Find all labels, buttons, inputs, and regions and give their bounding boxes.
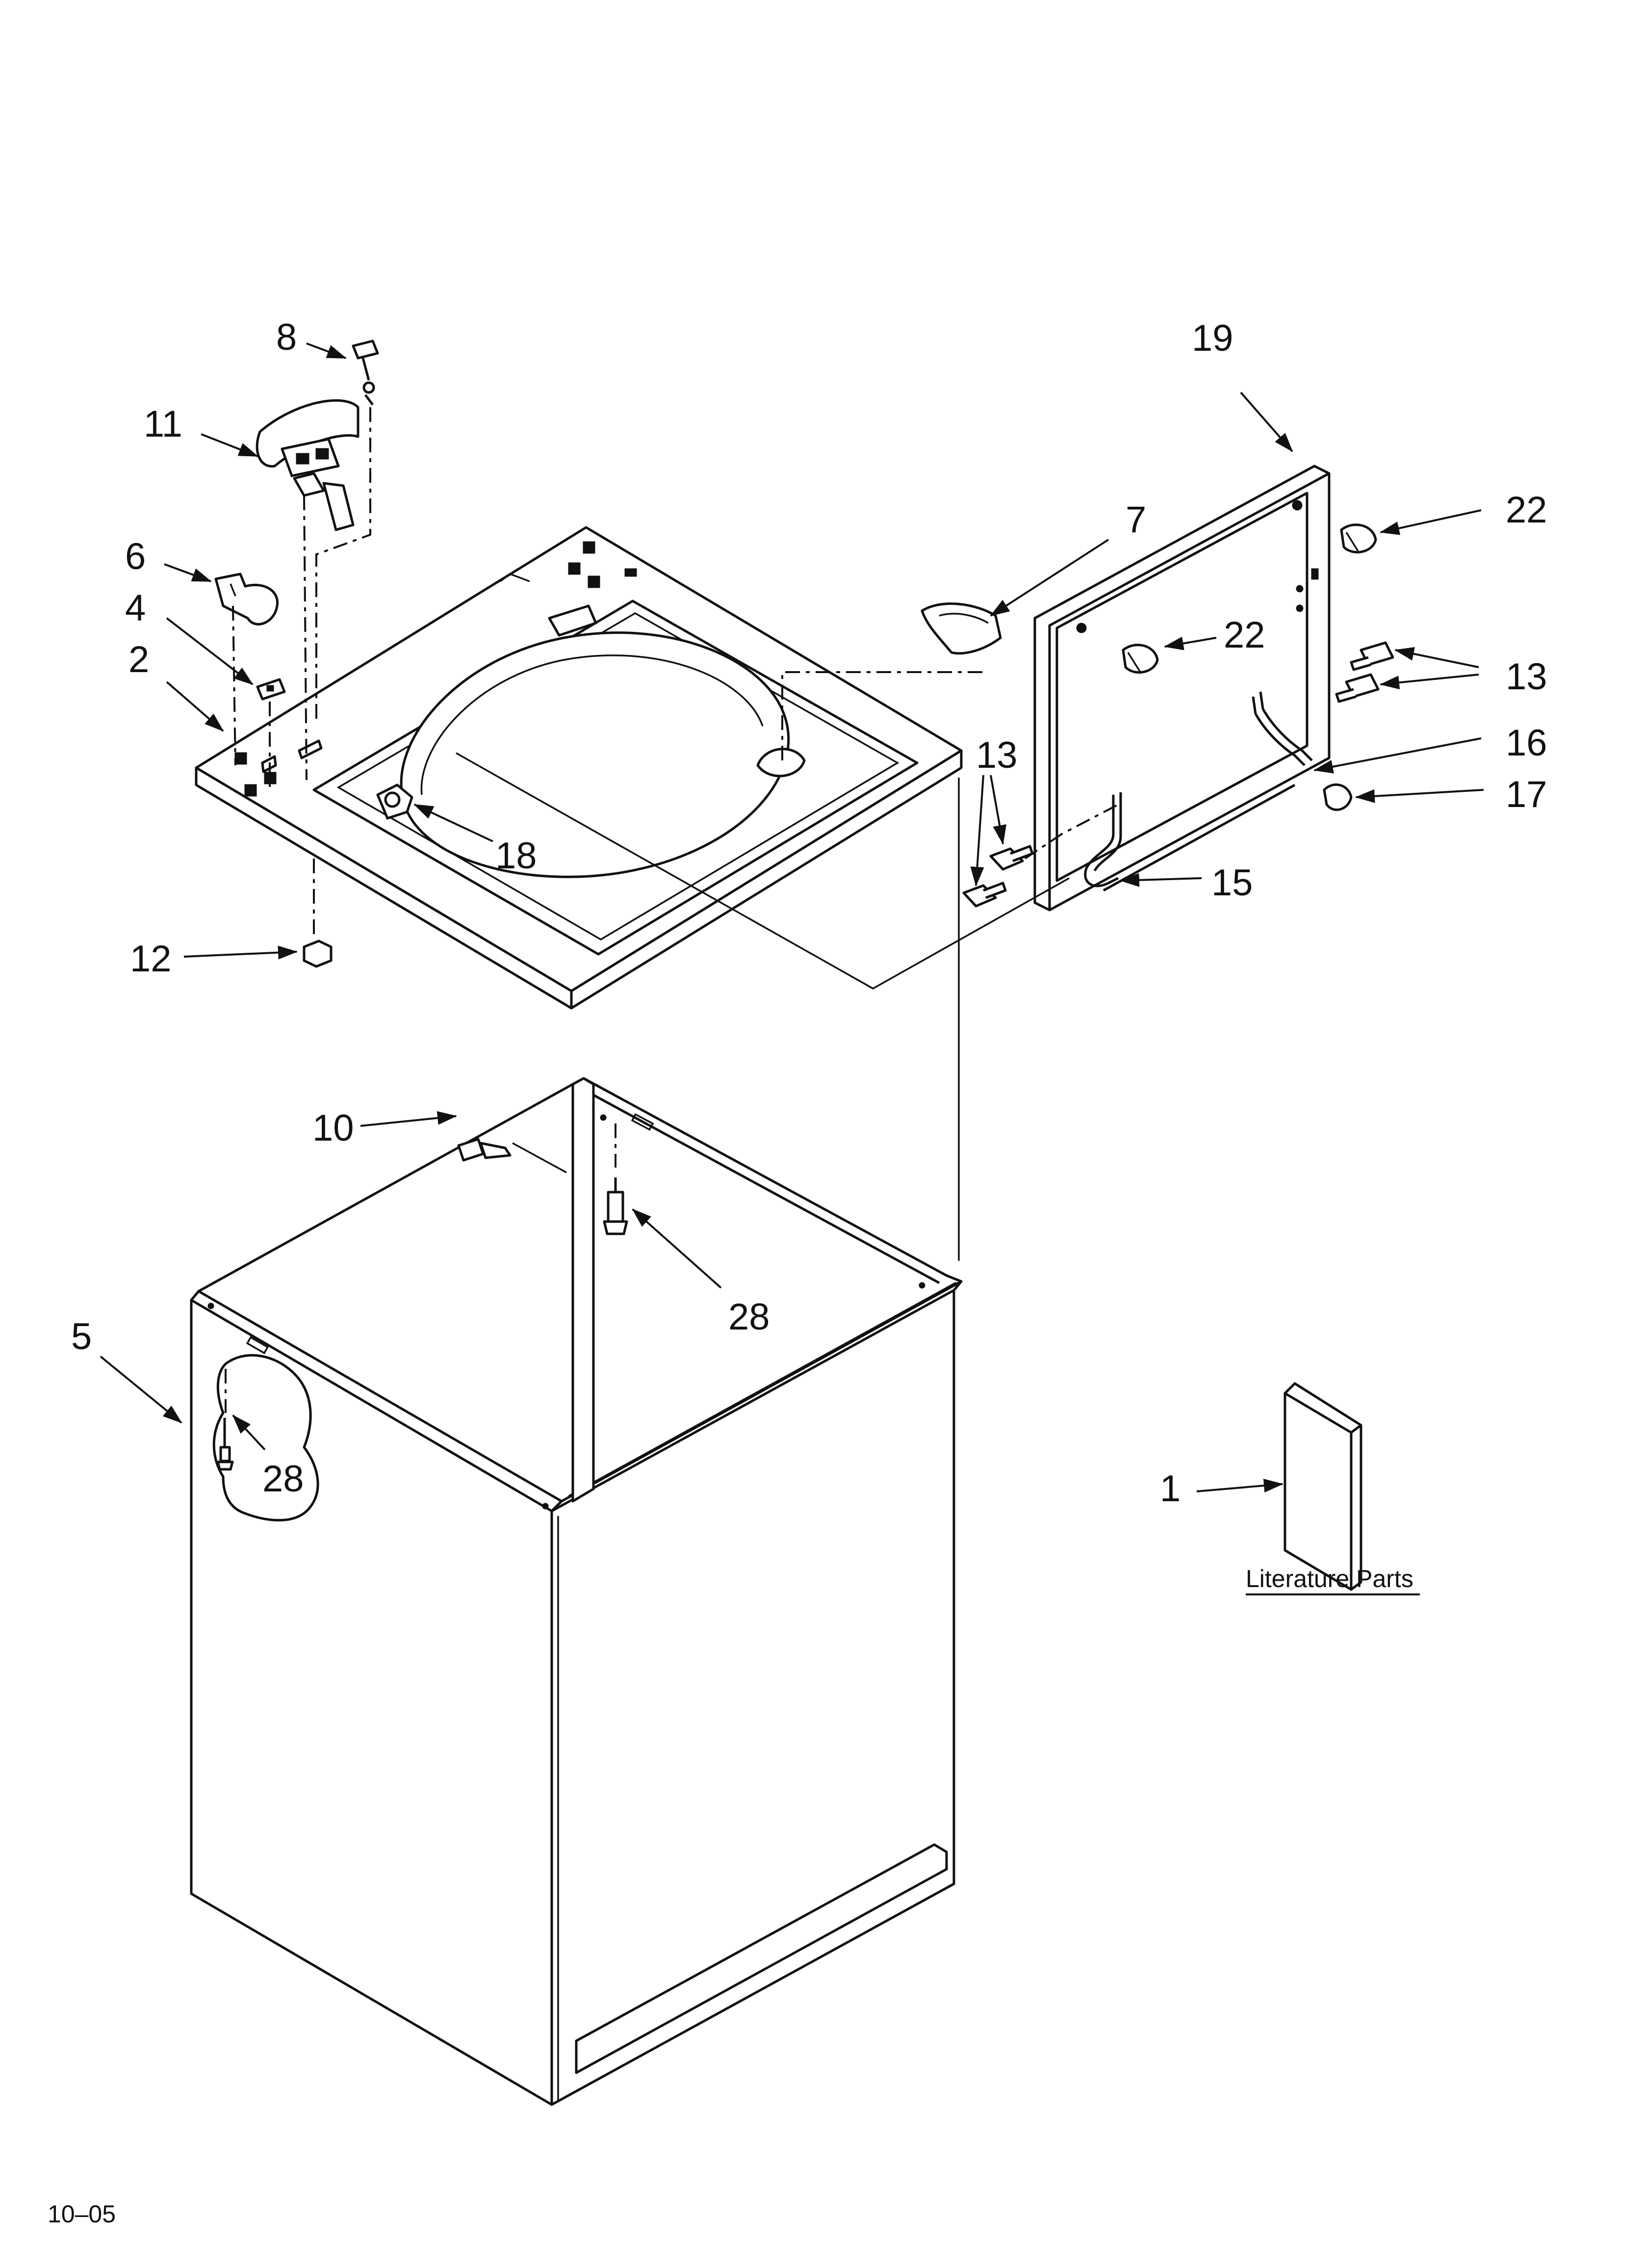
callout-12: 12 <box>130 938 172 980</box>
date-code: 10–05 <box>48 2200 116 2228</box>
callout-17: 17 <box>1506 774 1547 815</box>
screw-28-upper <box>603 1177 628 1235</box>
literature-parts-caption: Literature Parts <box>1246 1565 1413 1592</box>
callout-labels: 8 11 6 4 2 18 12 7 19 22 22 13 13 16 17 … <box>71 316 1547 1510</box>
bolts-13-right <box>1335 641 1394 703</box>
bolts-13-left <box>962 845 1034 908</box>
nut-12 <box>303 939 333 968</box>
leader-lines <box>100 342 1484 1493</box>
centerline-clip <box>232 605 236 766</box>
plug-22-lower <box>1122 644 1159 674</box>
callout-15: 15 <box>1211 862 1253 904</box>
callout-6: 6 <box>125 536 146 577</box>
screw-28-window <box>216 1418 234 1471</box>
callout-28-upper: 28 <box>728 1296 770 1338</box>
lid-switch <box>256 399 359 531</box>
clip-4 <box>256 678 286 701</box>
centerline-hinge <box>781 671 986 760</box>
callout-13-right: 13 <box>1506 656 1547 698</box>
bracket-6 <box>214 573 279 626</box>
hinge-7 <box>921 602 1002 655</box>
lid-rod-16 <box>1252 691 1313 766</box>
callout-22-lower: 22 <box>1224 614 1265 656</box>
callout-22-upper: 22 <box>1506 489 1547 531</box>
centerline-screw8 <box>315 407 371 721</box>
plug-22-upper <box>1340 523 1377 554</box>
lid-frame-19 <box>1033 465 1331 912</box>
grommet-17 <box>1323 783 1353 811</box>
rod-15 <box>1084 783 1296 892</box>
washer-top <box>195 526 963 1010</box>
callout-7: 7 <box>1126 499 1146 541</box>
centerline-switch <box>303 495 308 781</box>
callout-2: 2 <box>128 639 149 680</box>
callout-1: 1 <box>1160 1468 1180 1510</box>
callout-4: 4 <box>125 587 146 629</box>
callout-19: 19 <box>1192 317 1233 359</box>
callout-16: 16 <box>1506 722 1547 764</box>
callout-11: 11 <box>144 403 182 445</box>
callout-28-window: 28 <box>262 1458 304 1500</box>
centerline-bolts <box>1024 804 1119 860</box>
callout-13-left: 13 <box>976 734 1018 776</box>
callout-10: 10 <box>312 1107 354 1149</box>
callout-8: 8 <box>276 316 297 358</box>
callout-18: 18 <box>495 835 537 877</box>
nozzle-18 <box>376 783 413 820</box>
literature-parts-book <box>1283 1382 1362 1591</box>
cabinet <box>190 1077 963 2106</box>
callout-5: 5 <box>71 1316 92 1357</box>
screw-8 <box>352 339 379 406</box>
screw-10 <box>457 1138 512 1162</box>
line-10 <box>512 1142 567 1173</box>
reference-line-18 <box>456 752 1070 990</box>
